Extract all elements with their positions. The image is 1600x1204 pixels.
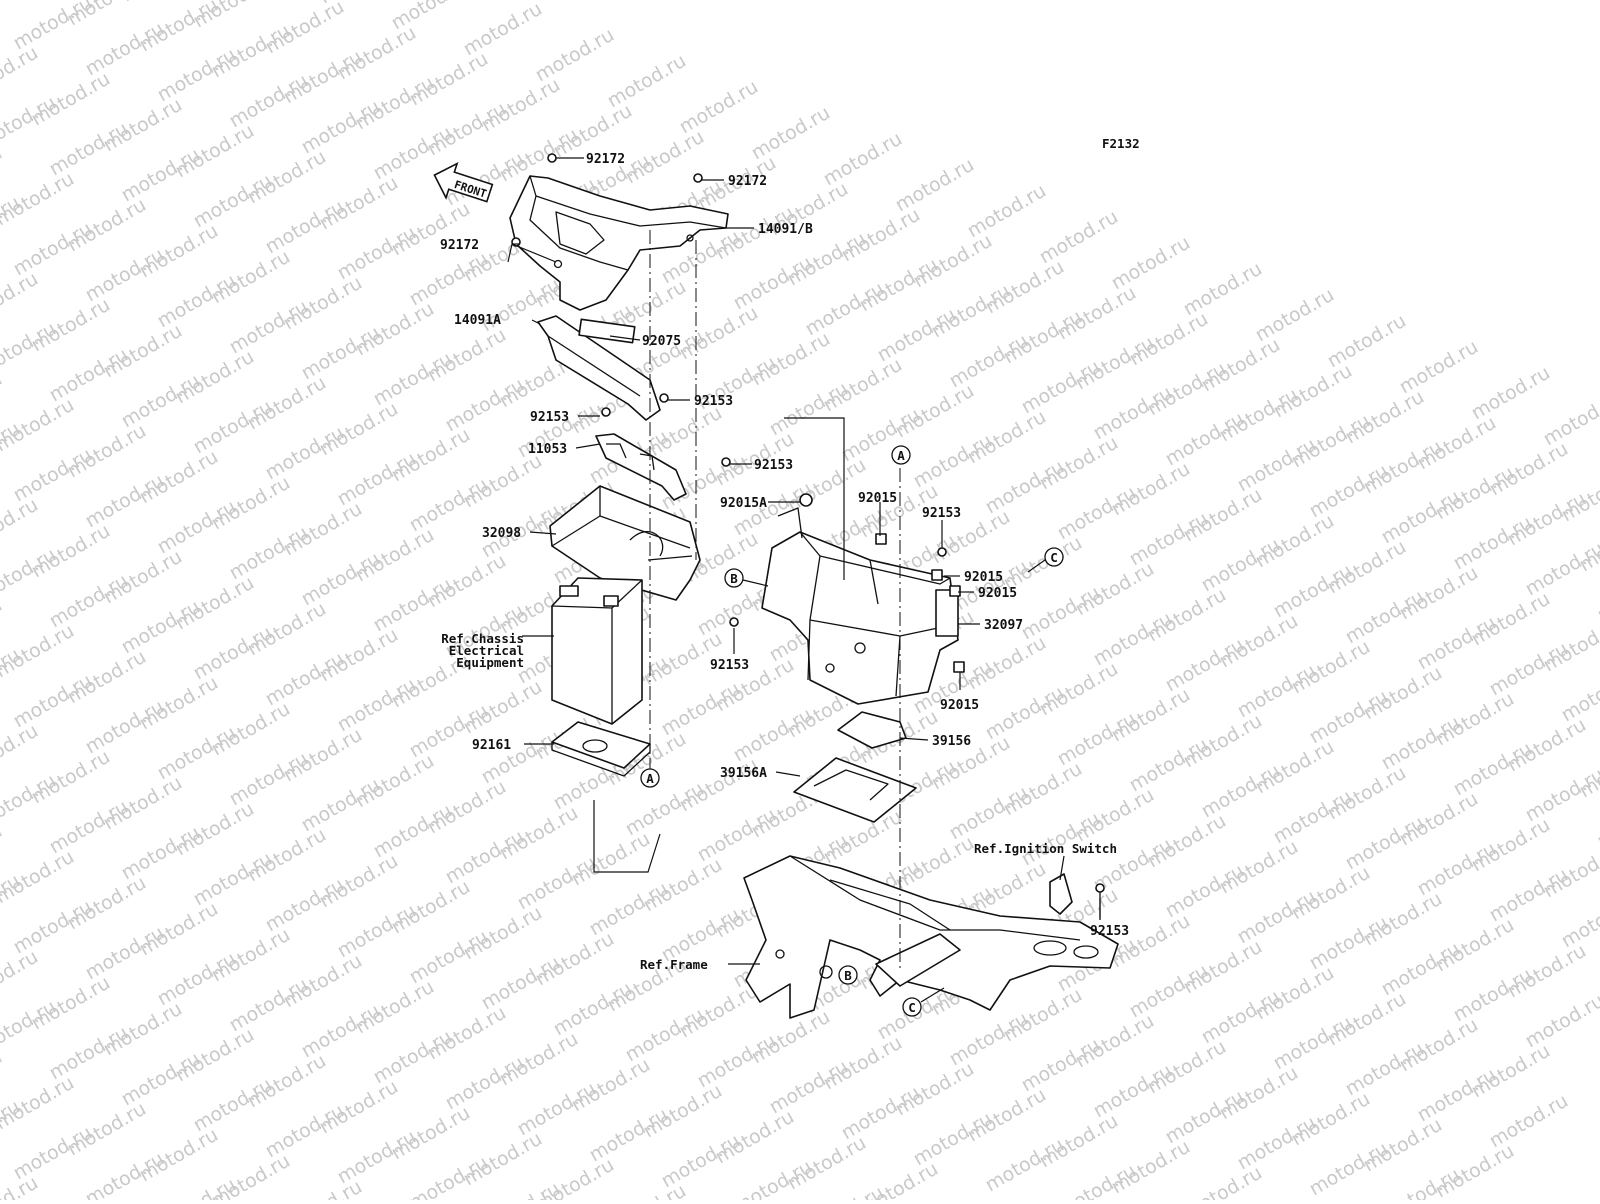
- watermark-text: motod.ru: [82, 1148, 168, 1200]
- watermark-text: motod.ru: [1540, 388, 1600, 451]
- label-39156a: 39156A: [720, 766, 767, 781]
- watermark-text: motod.ru: [406, 1152, 492, 1200]
- callout-B-frame: B: [839, 966, 857, 984]
- ref-frame: Ref.Frame: [640, 957, 708, 972]
- label-92153: 92153: [922, 506, 961, 521]
- watermark-text: motod.ru: [676, 76, 762, 139]
- watermark-text: motod.ru: [478, 1178, 564, 1200]
- label-92015a: 92015A: [720, 496, 767, 511]
- label-92172: 92172: [586, 152, 625, 167]
- watermark-text: motod.ru: [802, 1182, 888, 1200]
- watermark-text: motod.ru: [0, 820, 6, 883]
- watermark-text: motod.ru: [0, 594, 6, 657]
- watermark-text: motod.ru: [964, 180, 1050, 243]
- label-92153: 92153: [754, 458, 793, 473]
- svg-text:B: B: [730, 571, 738, 586]
- svg-text:A: A: [646, 771, 654, 786]
- watermark-text: motod.ru: [1108, 232, 1194, 295]
- figure-code: F2132: [1102, 136, 1140, 151]
- label-32098: 32098: [482, 526, 521, 541]
- watermark-text: motod.ru: [1486, 1090, 1572, 1153]
- watermark-text: motod.ru: [1252, 284, 1338, 347]
- callout-A-top: A: [892, 446, 910, 464]
- watermark-text: motod.ru: [820, 128, 906, 191]
- watermark-text: motod.ru: [532, 24, 618, 87]
- watermark-text: motod.ru: [0, 1046, 6, 1109]
- label-11053: 11053: [528, 442, 567, 457]
- label-92153: 92153: [694, 394, 733, 409]
- watermark-text: motod.ru: [892, 154, 978, 217]
- watermark-text: motod.ru: [460, 0, 546, 60]
- watermark-text: motod.ru: [1180, 1162, 1266, 1200]
- watermark-text: motod.ru: [1468, 362, 1554, 425]
- watermark-text: motod.ru: [0, 142, 6, 205]
- label-92161: 92161: [472, 738, 511, 753]
- ref-chassis-line3: Equipment: [456, 655, 524, 670]
- svg-text:C: C: [1050, 550, 1058, 565]
- label-92172: 92172: [440, 238, 479, 253]
- watermark-text: motod.ru: [0, 494, 42, 557]
- watermark-text: motod.ru: [1324, 310, 1410, 373]
- watermark-text: motod.ru: [1054, 1160, 1140, 1200]
- callout-A-bottom: A: [641, 769, 659, 787]
- watermark-text: motod.ru: [1522, 990, 1600, 1053]
- label-92015: 92015: [940, 698, 979, 713]
- ref-ignition-switch: Ref.Ignition Switch: [974, 841, 1117, 856]
- svg-text:A: A: [897, 448, 905, 463]
- watermark-text: motod.ru: [730, 1156, 816, 1200]
- label-14091b: 14091/B: [758, 222, 813, 237]
- watermark-text: motod.ru: [1594, 790, 1600, 853]
- label-92172: 92172: [728, 174, 767, 189]
- watermark-text: motod.ru: [0, 720, 42, 783]
- watermark-text: motod.ru: [604, 50, 690, 113]
- label-92015: 92015: [858, 491, 897, 506]
- watermark-text: motod.ru: [154, 1174, 240, 1200]
- label-14091a: 14091A: [454, 313, 501, 328]
- svg-text:B: B: [844, 968, 852, 983]
- watermark-text: motod.ru: [0, 946, 42, 1009]
- label-92153: 92153: [710, 658, 749, 673]
- svg-text:C: C: [908, 1000, 916, 1015]
- watermark-text: motod.ru: [1036, 206, 1122, 269]
- label-32097: 32097: [984, 618, 1023, 633]
- watermark-text: motod.ru: [0, 0, 24, 28]
- label-92153: 92153: [530, 410, 569, 425]
- label-39156: 39156: [932, 734, 971, 749]
- watermark-text: motod.ru: [0, 268, 42, 331]
- watermark-text: motod.ru: [280, 1176, 366, 1200]
- battery: [552, 578, 642, 724]
- watermark-text: motod.ru: [1594, 564, 1600, 627]
- watermark-text: motod.ru: [0, 42, 42, 105]
- watermark-text: motod.ru: [604, 1180, 690, 1200]
- callout-C-frame: C: [903, 998, 921, 1016]
- callout-C-tray: C: [1045, 548, 1063, 566]
- callout-B-tray: B: [725, 569, 743, 587]
- label-92153: 92153: [1090, 924, 1129, 939]
- watermark-text: motod.ru: [1180, 258, 1266, 321]
- label-92075: 92075: [642, 334, 681, 349]
- label-92015: 92015: [964, 570, 1003, 585]
- watermark-text: motod.ru: [0, 368, 6, 431]
- watermark-text: motod.ru: [1396, 336, 1482, 399]
- label-92015: 92015: [978, 586, 1017, 601]
- watermark-text: motod.ru: [748, 102, 834, 165]
